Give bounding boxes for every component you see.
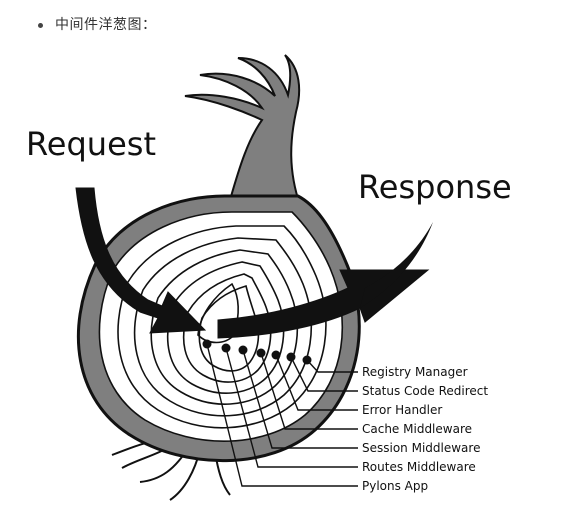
- layer-label-pylons-app: Pylons App: [362, 479, 428, 493]
- layer-leaders: [206, 343, 358, 487]
- layer-labels: Registry Manager Status Code Redirect Er…: [362, 365, 488, 493]
- leader-line-pylons-app: [206, 343, 358, 487]
- layer-label-error-handler: Error Handler: [362, 403, 442, 417]
- response-arrow: [217, 222, 433, 339]
- layer-dots: [202, 339, 312, 365]
- leader-line-status-code-redirect: [290, 356, 358, 392]
- leader-line-registry-manager: [306, 359, 358, 373]
- leader-line-routes-middleware: [225, 347, 358, 468]
- layer-label-cache-middleware: Cache Middleware: [362, 422, 472, 436]
- leader-line-cache-middleware: [260, 352, 358, 430]
- dot-status-code-redirect: [286, 352, 296, 362]
- bullet-text: 中间件洋葱图：: [55, 17, 157, 33]
- onion-stem: [184, 54, 302, 207]
- leader-line-session-middleware: [242, 349, 358, 449]
- dot-session-middleware: [238, 345, 248, 355]
- request-arrow: [75, 187, 207, 334]
- dot-routes-middleware: [221, 343, 231, 353]
- layer-label-routes-middleware: Routes Middleware: [362, 460, 476, 474]
- dot-registry-manager: [302, 355, 312, 365]
- dot-pylons-app: [202, 339, 212, 349]
- dot-cache-middleware: [256, 348, 266, 358]
- response-label: Response: [358, 168, 512, 206]
- leader-line-error-handler: [275, 354, 358, 411]
- bullet-dot: [38, 22, 43, 28]
- layer-label-session-middleware: Session Middleware: [362, 441, 480, 455]
- request-label: Request: [26, 125, 156, 163]
- dot-error-handler: [271, 350, 281, 360]
- bullet-item: 中间件洋葱图：: [38, 14, 157, 34]
- layer-label-registry-manager: Registry Manager: [362, 365, 468, 379]
- layer-label-status-code-redirect: Status Code Redirect: [362, 384, 488, 398]
